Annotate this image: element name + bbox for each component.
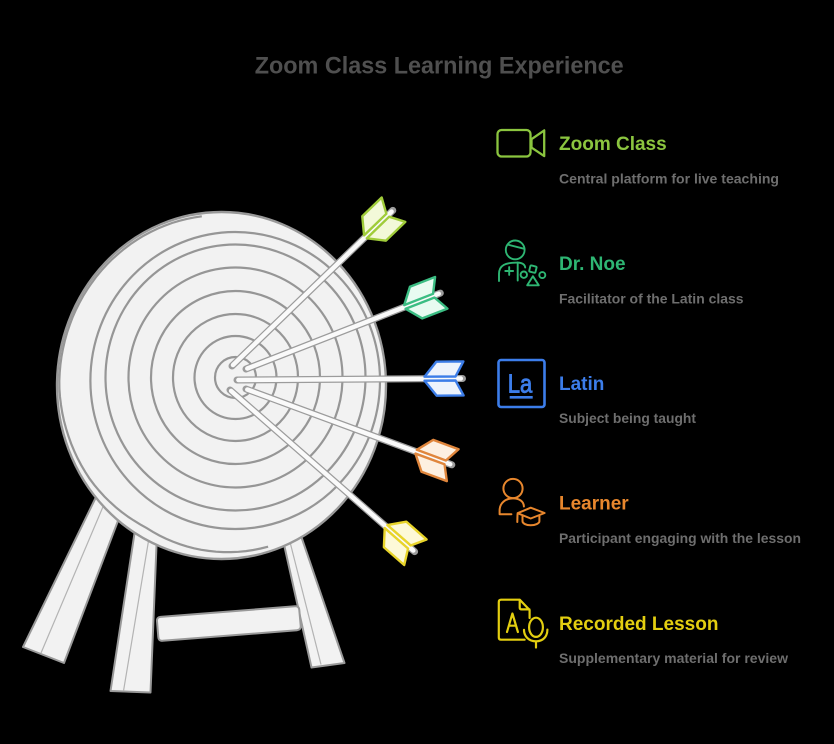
svg-text:Subject being taught: Subject being taught xyxy=(559,410,696,426)
svg-text:Recorded Lesson: Recorded Lesson xyxy=(559,614,718,635)
svg-text:Participant engaging with the: Participant engaging with the lesson xyxy=(559,530,801,546)
svg-text:La: La xyxy=(508,369,533,399)
svg-text:Supplementary material for rev: Supplementary material for review xyxy=(559,650,788,666)
svg-text:Latin: Latin xyxy=(559,374,604,395)
svg-text:Facilitator of the Latin class: Facilitator of the Latin class xyxy=(559,290,744,306)
svg-text:Central platform for live teac: Central platform for live teaching xyxy=(559,171,779,187)
svg-text:Dr. Noe: Dr. Noe xyxy=(559,254,626,275)
svg-text:Learner: Learner xyxy=(559,494,629,515)
svg-text:Zoom Class Learning Experience: Zoom Class Learning Experience xyxy=(255,52,624,79)
svg-text:Zoom Class: Zoom Class xyxy=(559,134,667,155)
